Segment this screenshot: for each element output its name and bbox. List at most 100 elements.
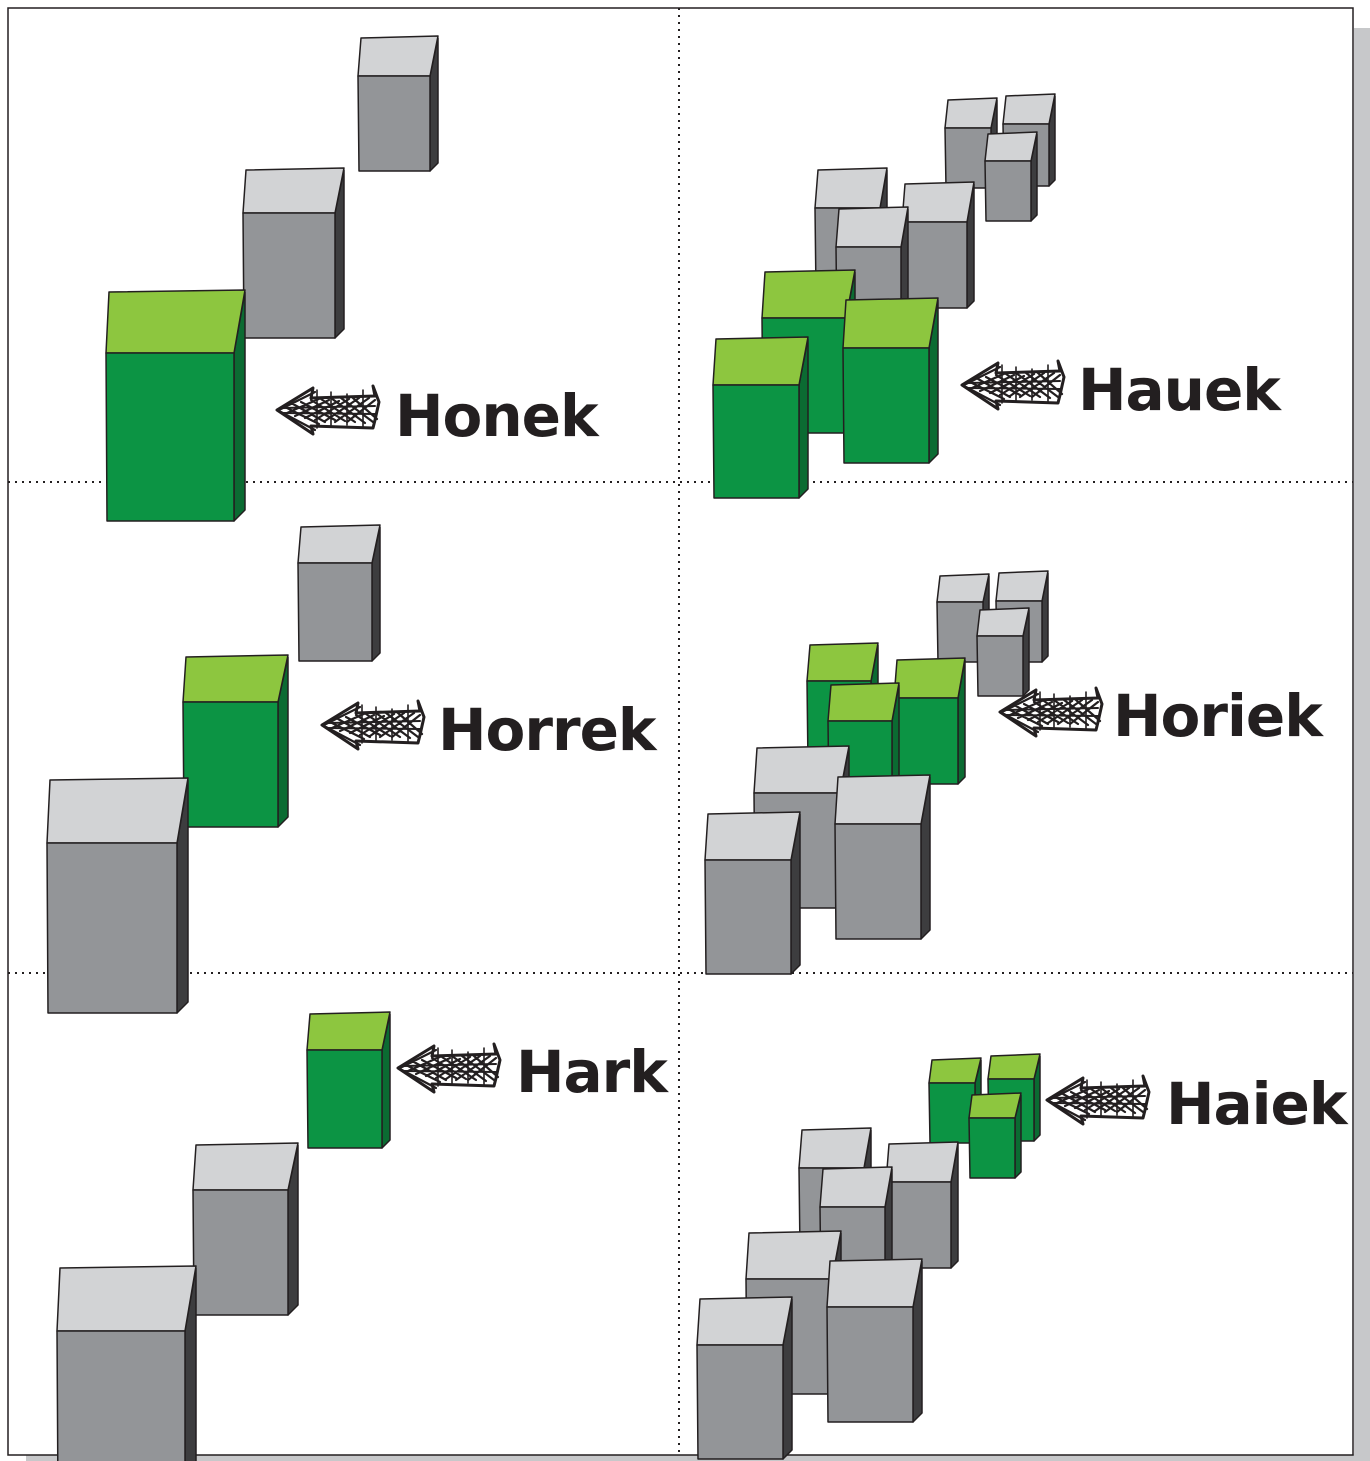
cube-front-face — [826, 1306, 914, 1423]
cube-top-face — [46, 777, 189, 844]
gray-cube — [834, 774, 931, 940]
cube-top-face — [936, 573, 990, 603]
cube-front-face — [182, 701, 279, 828]
green-cube — [182, 654, 289, 828]
cube-front-face — [242, 212, 336, 339]
cube-top-face — [814, 167, 888, 209]
cube-top-face — [819, 1166, 893, 1208]
cube-top-face — [105, 289, 246, 354]
cube-top-face — [827, 682, 900, 722]
label-hauek: Hauek — [1078, 356, 1282, 424]
gray-cube — [192, 1142, 299, 1316]
cube-top-face — [944, 97, 998, 129]
cube-top-face — [835, 206, 909, 248]
gray-cube — [46, 777, 189, 1014]
green-cube — [712, 336, 809, 499]
label-horiek: Horiek — [1113, 682, 1324, 750]
cube-front-face — [984, 160, 1032, 222]
cube-top-face — [901, 181, 975, 223]
gray-cube — [696, 1296, 793, 1460]
cube-top-face — [885, 1141, 959, 1183]
cube-top-face — [928, 1057, 982, 1084]
panel-horrek: Horrek — [46, 524, 659, 1014]
cube-front-face — [893, 697, 959, 785]
cube-front-face — [834, 823, 922, 940]
gray-cube — [901, 181, 975, 309]
cube-top-face — [1002, 93, 1056, 125]
cube-top-face — [242, 167, 345, 214]
gray-cube — [826, 1258, 923, 1423]
cube-top-face — [995, 570, 1049, 602]
cube-top-face — [297, 524, 381, 564]
gray-cube — [242, 167, 345, 339]
cube-top-face — [987, 1053, 1041, 1080]
cube-group — [712, 93, 1056, 499]
gray-cube — [297, 524, 381, 662]
cube-front-face — [968, 1117, 1016, 1179]
cube-top-face — [826, 1258, 923, 1308]
green-cube — [105, 289, 246, 522]
cube-top-face — [357, 35, 439, 77]
panel-haiek: Haiek — [696, 1053, 1350, 1460]
cube-group — [46, 524, 381, 1014]
gray-cube — [944, 97, 998, 189]
green-cube — [893, 657, 966, 785]
cube-front-face — [46, 842, 178, 1014]
cube-top-face — [976, 607, 1030, 637]
gray-cube — [357, 35, 439, 172]
cube-top-face — [696, 1296, 793, 1346]
cube-front-face — [928, 1082, 976, 1144]
cube-top-face — [306, 1011, 391, 1051]
cube-front-face — [56, 1330, 186, 1461]
cube-front-face — [192, 1189, 289, 1316]
cube-front-face — [105, 352, 235, 522]
cube-group — [56, 1011, 391, 1461]
cube-front-face — [901, 221, 968, 309]
frame-shadow — [1354, 28, 1370, 1461]
cube-front-face — [842, 347, 930, 464]
cube-front-face — [885, 1181, 952, 1269]
cube-top-face — [893, 657, 966, 699]
label-haiek: Haiek — [1166, 1070, 1349, 1138]
cube-front-face — [704, 859, 792, 975]
cube-front-face — [297, 562, 373, 662]
gray-cube — [704, 811, 801, 975]
cube-top-face — [968, 1092, 1022, 1119]
label-honek: Honek — [395, 382, 600, 450]
label-hark: Hark — [516, 1038, 669, 1106]
panel-hark: Hark — [56, 1011, 670, 1461]
cube-top-face — [704, 811, 801, 861]
green-cube — [306, 1011, 391, 1149]
cube-top-face — [192, 1142, 299, 1191]
cube-top-face — [761, 269, 856, 319]
cube-front-face — [357, 75, 431, 172]
cube-group — [704, 570, 1049, 975]
cube-top-face — [834, 774, 931, 825]
green-cube — [842, 297, 939, 464]
cube-top-face — [806, 642, 879, 682]
panel-honek: Honek — [105, 35, 601, 522]
cube-top-face — [753, 745, 850, 794]
label-horrek: Horrek — [438, 696, 658, 764]
panel-horiek: Horiek — [704, 570, 1325, 975]
cube-top-face — [984, 131, 1038, 162]
cube-front-face — [936, 601, 984, 663]
cube-front-face — [944, 127, 992, 189]
panel-hauek: Hauek — [712, 93, 1283, 499]
cube-top-face — [798, 1127, 872, 1169]
cube-top-face — [56, 1265, 197, 1332]
gray-cube — [885, 1141, 959, 1269]
cube-front-face — [696, 1344, 784, 1460]
cube-top-face — [745, 1230, 842, 1280]
cube-top-face — [712, 336, 809, 386]
gray-cube — [976, 607, 1030, 697]
cube-top-face — [182, 654, 289, 703]
cube-top-face — [842, 297, 939, 349]
gray-cube — [56, 1265, 197, 1461]
gray-cube — [984, 131, 1038, 222]
cube-front-face — [306, 1049, 383, 1149]
cube-front-face — [712, 384, 800, 499]
cube-front-face — [976, 635, 1024, 697]
cube-group — [696, 1053, 1041, 1460]
